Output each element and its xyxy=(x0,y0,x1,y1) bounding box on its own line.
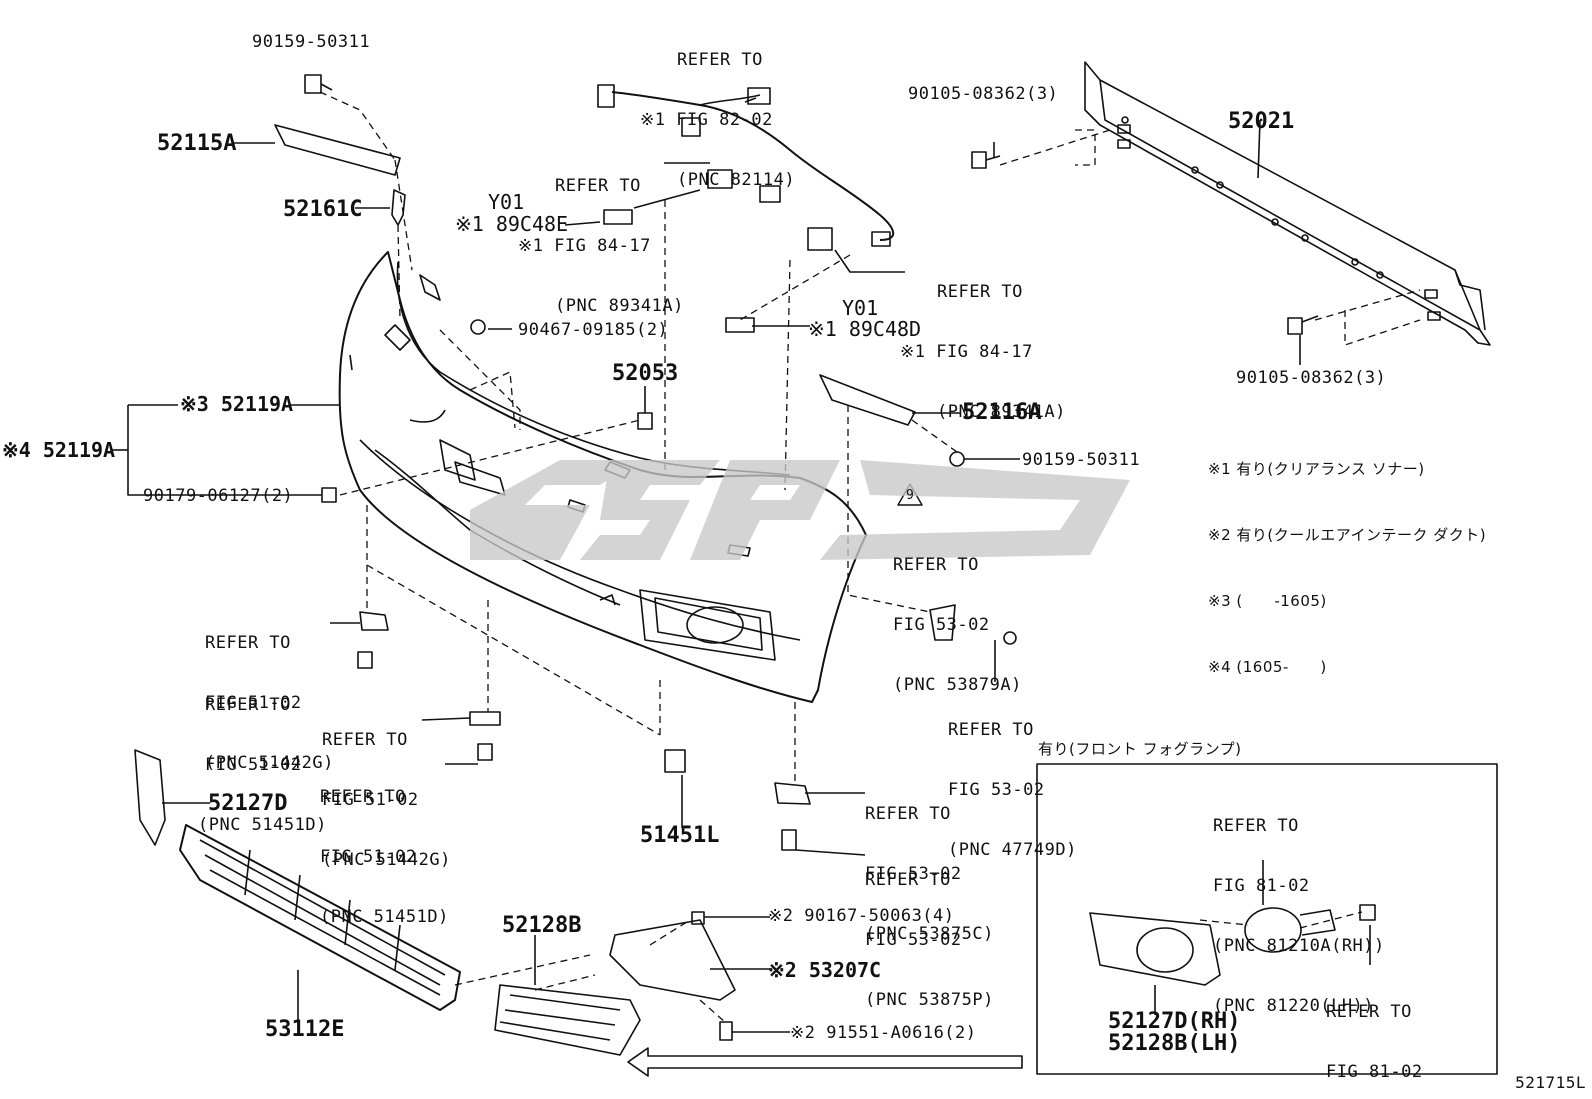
lower-grille-drawing xyxy=(134,749,1336,1056)
refer-fig-51-02-51451D-a: REFER TO FIG 51-02 (PNC 51451D) xyxy=(198,695,327,835)
leader-lines xyxy=(112,97,1371,1033)
part-52119A-note3-label: ※3 52119A xyxy=(180,392,294,416)
part-52128B-label: 52128B xyxy=(502,913,582,938)
marker-number: 9 xyxy=(906,488,915,503)
fasteners-drawing xyxy=(274,74,1376,1041)
refer-fig-51-02-51442G-a: REFER TO FIG 51-02 (PNC 51442G) xyxy=(205,633,334,773)
part-89C48D-label: ※1 89C48D xyxy=(808,317,922,341)
part-90159-50311-top-label: 90159-50311 xyxy=(252,32,371,52)
part-91551-A0616-label: ※2 91551-A0616(2) xyxy=(790,1023,977,1043)
part-90179-06127-label: 90179-06127(2) xyxy=(143,486,294,506)
refer-fig-81-02-screw: REFER TO FIG 81-02 xyxy=(1326,1002,1423,1082)
refer-fig-53-02-53875P: REFER TO FIG 53-02 (PNC 53875P) xyxy=(865,870,994,1010)
refer-fig-84-17-left: REFER TO ※1 FIG 84-17 (PNC 89341A) xyxy=(518,176,684,316)
footnotes: ※1 有り(クリアランス ソナー) ※2 有り(クールエアインテーク ダクト) … xyxy=(1208,414,1486,722)
part-90467-09185-label: 90467-09185(2) xyxy=(518,320,669,340)
footnote-4: ※4 (1605- ) xyxy=(1208,658,1327,676)
part-53112E-label: 53112E xyxy=(265,1017,345,1042)
arrow-icon xyxy=(627,1047,1023,1077)
part-52053-label: 52053 xyxy=(612,361,679,386)
part-90159-50311-right-label: 90159-50311 xyxy=(1022,450,1141,470)
refer-fig-84-17-right: REFER TO ※1 FIG 84-17 (PNC 89341A) xyxy=(900,282,1066,422)
bumper-cover-drawing xyxy=(338,251,867,703)
footnote-1: ※1 有り(クリアランス ソナー) xyxy=(1208,460,1425,478)
part-y01-right-label: Y01 xyxy=(842,296,879,320)
part-90105-08362-top-label: 90105-08362(3) xyxy=(908,84,1059,104)
part-90105-08362-bottom-label: 90105-08362(3) xyxy=(1236,368,1387,388)
refer-fig-53-02-53879A: REFER TO FIG 53-02 (PNC 53879A) xyxy=(893,555,1022,695)
refer-fig-51-02-51442G-b: REFER TO FIG 51-02 (PNC 51442G) xyxy=(322,730,451,870)
footnote-3: ※3 ( -1605) xyxy=(1208,592,1327,610)
part-52116A-label: 52116A xyxy=(962,400,1042,425)
part-y01-left-label: Y01 xyxy=(488,190,525,214)
refer-fig-82-02: REFER TO ※1 FIG 82-02 (PNC 82114) xyxy=(640,50,796,190)
part-51451L-label: 51451L xyxy=(640,823,720,848)
part-52127D-label: 52127D xyxy=(208,791,288,816)
part-90167-50063-label: ※2 90167-50063(4) xyxy=(768,906,955,926)
part-52128B-LH-label: 52128B(LH) xyxy=(1108,1031,1241,1056)
refer-fig-53-02-47749D: REFER TO FIG 53-02 (PNC 47749D) xyxy=(948,720,1077,860)
dashed-guides xyxy=(319,91,1421,1023)
sonar-harness-drawing xyxy=(597,84,895,333)
part-52021-label: 52021 xyxy=(1228,109,1295,134)
reinforcement-beam-drawing xyxy=(1084,61,1491,346)
refer-fig-81-02-fog-lamp: REFER TO FIG 81-02 (PNC 81210A(RH)) (PNC… xyxy=(1213,816,1385,1016)
part-52161C-label: 52161C xyxy=(283,197,363,222)
fog-lamp-inset-title: 有り(フロント フォグランプ) xyxy=(1038,740,1242,758)
part-52119A-note4-label: ※4 52119A xyxy=(2,438,116,462)
part-52127D-RH-label: 52127D(RH) xyxy=(1108,1009,1241,1034)
refer-fig-53-02-53875C: REFER TO FIG 53-02 (PNC 53875C) xyxy=(865,804,994,944)
diagram-code: 521715L xyxy=(1515,1073,1586,1092)
footnote-2: ※2 有り(クールエアインテーク ダクト) xyxy=(1208,526,1487,544)
part-89C48E-label: ※1 89C48E xyxy=(455,212,569,236)
fog-lamp-inset-frame xyxy=(1036,763,1498,1075)
part-53207C-label: ※2 53207C xyxy=(768,958,882,982)
refer-fig-51-02-51451D-b: REFER TO FIG 51-02 (PNC 51451D) xyxy=(320,787,449,927)
part-52115A-label: 52115A xyxy=(157,131,237,156)
